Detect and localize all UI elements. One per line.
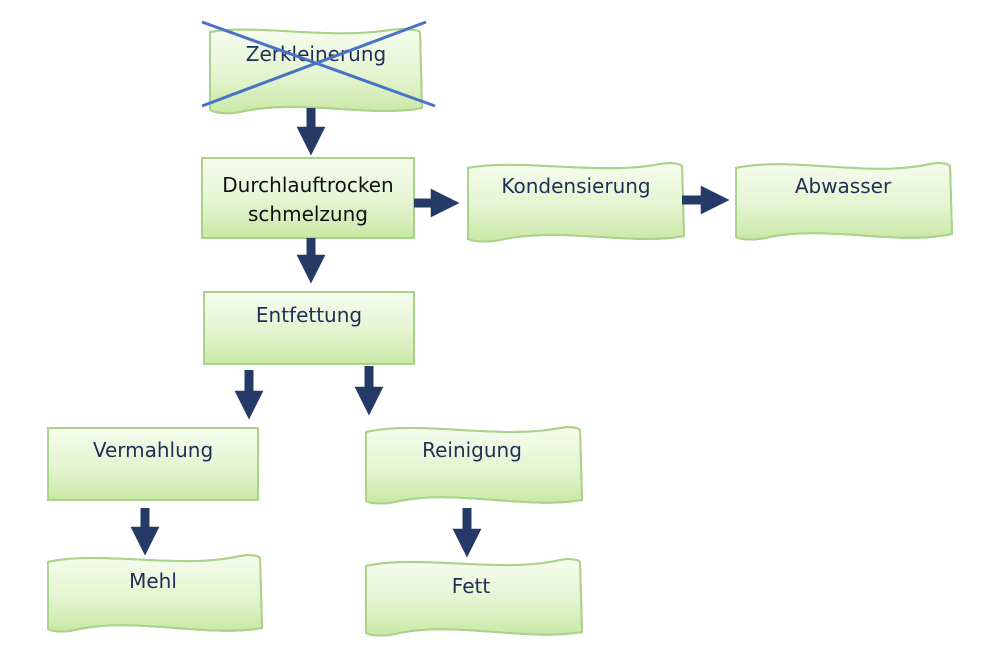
node-durchlauftrockenschmelzung: Durchlauftrocken schmelzung bbox=[201, 157, 415, 239]
node-label-mehl: Mehl bbox=[129, 569, 177, 593]
node-zerkleinerung: Zerkleinerung bbox=[201, 20, 436, 115]
node-label-entfettung: Entfettung bbox=[256, 303, 362, 327]
node-label-durchlauf-line2: schmelzung bbox=[248, 202, 368, 226]
node-kondensierung: Kondensierung bbox=[467, 162, 686, 243]
node-vermahlung: Vermahlung bbox=[47, 427, 259, 501]
node-fett: Fett bbox=[365, 558, 584, 637]
node-reinigung: Reinigung bbox=[365, 426, 584, 505]
node-label-kondensierung: Kondensierung bbox=[501, 174, 650, 198]
cross-out-line-1 bbox=[201, 20, 436, 108]
node-label-abwasser: Abwasser bbox=[795, 174, 892, 198]
node-label-fett: Fett bbox=[452, 574, 491, 598]
node-label-vermahlung: Vermahlung bbox=[93, 438, 213, 462]
node-mehl: Mehl bbox=[47, 554, 264, 633]
node-entfettung: Entfettung bbox=[203, 291, 415, 365]
node-abwasser: Abwasser bbox=[735, 162, 954, 241]
arrows bbox=[130, 108, 730, 558]
node-label-reinigung: Reinigung bbox=[422, 438, 522, 462]
cross-out-line-2 bbox=[201, 20, 427, 108]
node-label-durchlauf-line1: Durchlauftrocken bbox=[222, 173, 393, 197]
